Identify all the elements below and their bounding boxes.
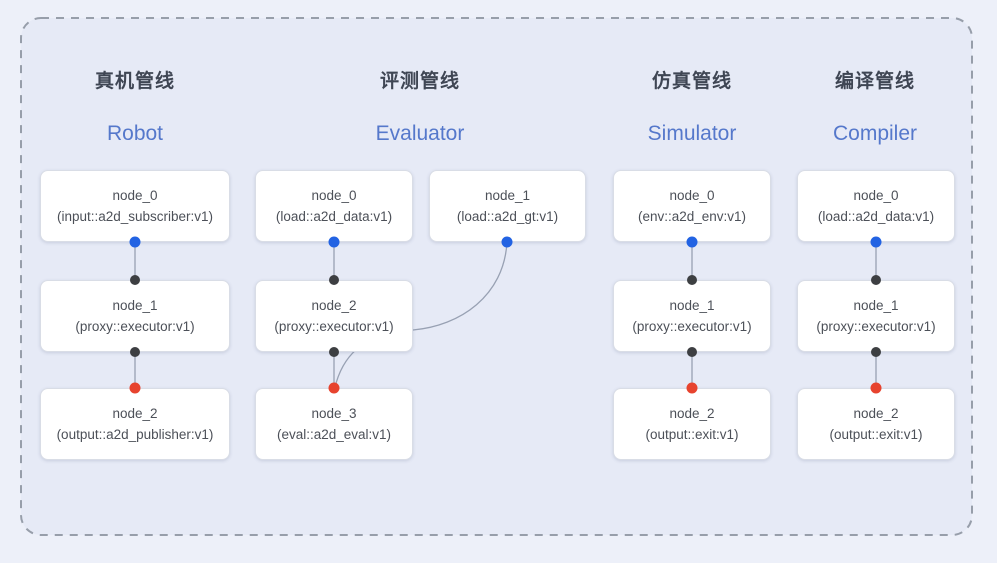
node-type: (load::a2d_data:v1) [817,209,935,224]
node-type: (output::exit:v1) [829,427,923,442]
compiler-pipeline-title-en: Compiler [832,122,918,145]
node-name: node_1 [853,298,899,313]
node-name: node_1 [669,298,715,313]
node-type: (output::exit:v1) [645,427,739,442]
simulator-pipeline-title-cn: 仿真管线 [651,71,733,92]
evaluator-node-2: node_2 (proxy::executor:v1) [255,280,413,352]
evaluator-node-1: node_1 (load::a2d_gt:v1) [429,170,586,242]
node-type: (proxy::executor:v1) [632,319,752,334]
node-name: node_2 [669,406,715,421]
node-name: node_3 [311,406,357,421]
node-name: node_0 [112,188,158,203]
robot-node-1: node_1 (proxy::executor:v1) [40,280,230,352]
node-name: node_0 [853,188,899,203]
node-type: (load::a2d_gt:v1) [456,209,559,224]
edge-evaluator-node1-node3-curve [334,241,508,388]
simulator-node-2: node_2 (output::exit:v1) [613,388,771,460]
node-name: node_2 [311,298,357,313]
node-type: (proxy::executor:v1) [75,319,195,334]
evaluator-node-0: node_0 (load::a2d_data:v1) [255,170,413,242]
node-name: node_2 [853,406,899,421]
node-name: node_0 [669,188,715,203]
evaluator-pipeline-title-cn: 评测管线 [379,71,461,92]
robot-node-2: node_2 (output::a2d_publisher:v1) [40,388,230,460]
robot-node-0: node_0 (input::a2d_subscriber:v1) [40,170,230,242]
compiler-node-1: node_1 (proxy::executor:v1) [797,280,955,352]
evaluator-pipeline-title-en: Evaluator [375,122,465,145]
node-name: node_1 [484,188,531,203]
robot-pipeline-title-en: Robot [106,122,164,145]
node-type: (proxy::executor:v1) [274,319,394,334]
evaluator-node-3: node_3 (eval::a2d_eval:v1) [255,388,413,460]
simulator-node-0: node_0 (env::a2d_env:v1) [613,170,771,242]
node-name: node_2 [112,406,158,421]
node-type: (input::a2d_subscriber:v1) [56,209,214,224]
compiler-node-0: node_0 (load::a2d_data:v1) [797,170,955,242]
robot-pipeline-title-cn: 真机管线 [94,71,176,92]
node-type: (eval::a2d_eval:v1) [276,427,392,442]
simulator-pipeline-title-en: Simulator [647,122,737,145]
node-type: (env::a2d_env:v1) [637,209,747,224]
node-name: node_1 [112,298,158,313]
compiler-node-2: node_2 (output::exit:v1) [797,388,955,460]
node-type: (load::a2d_data:v1) [275,209,393,224]
node-type: (proxy::executor:v1) [816,319,936,334]
node-name: node_0 [311,188,357,203]
simulator-node-1: node_1 (proxy::executor:v1) [613,280,771,352]
node-type: (output::a2d_publisher:v1) [56,427,214,442]
compiler-pipeline-title-cn: 编译管线 [834,71,916,92]
